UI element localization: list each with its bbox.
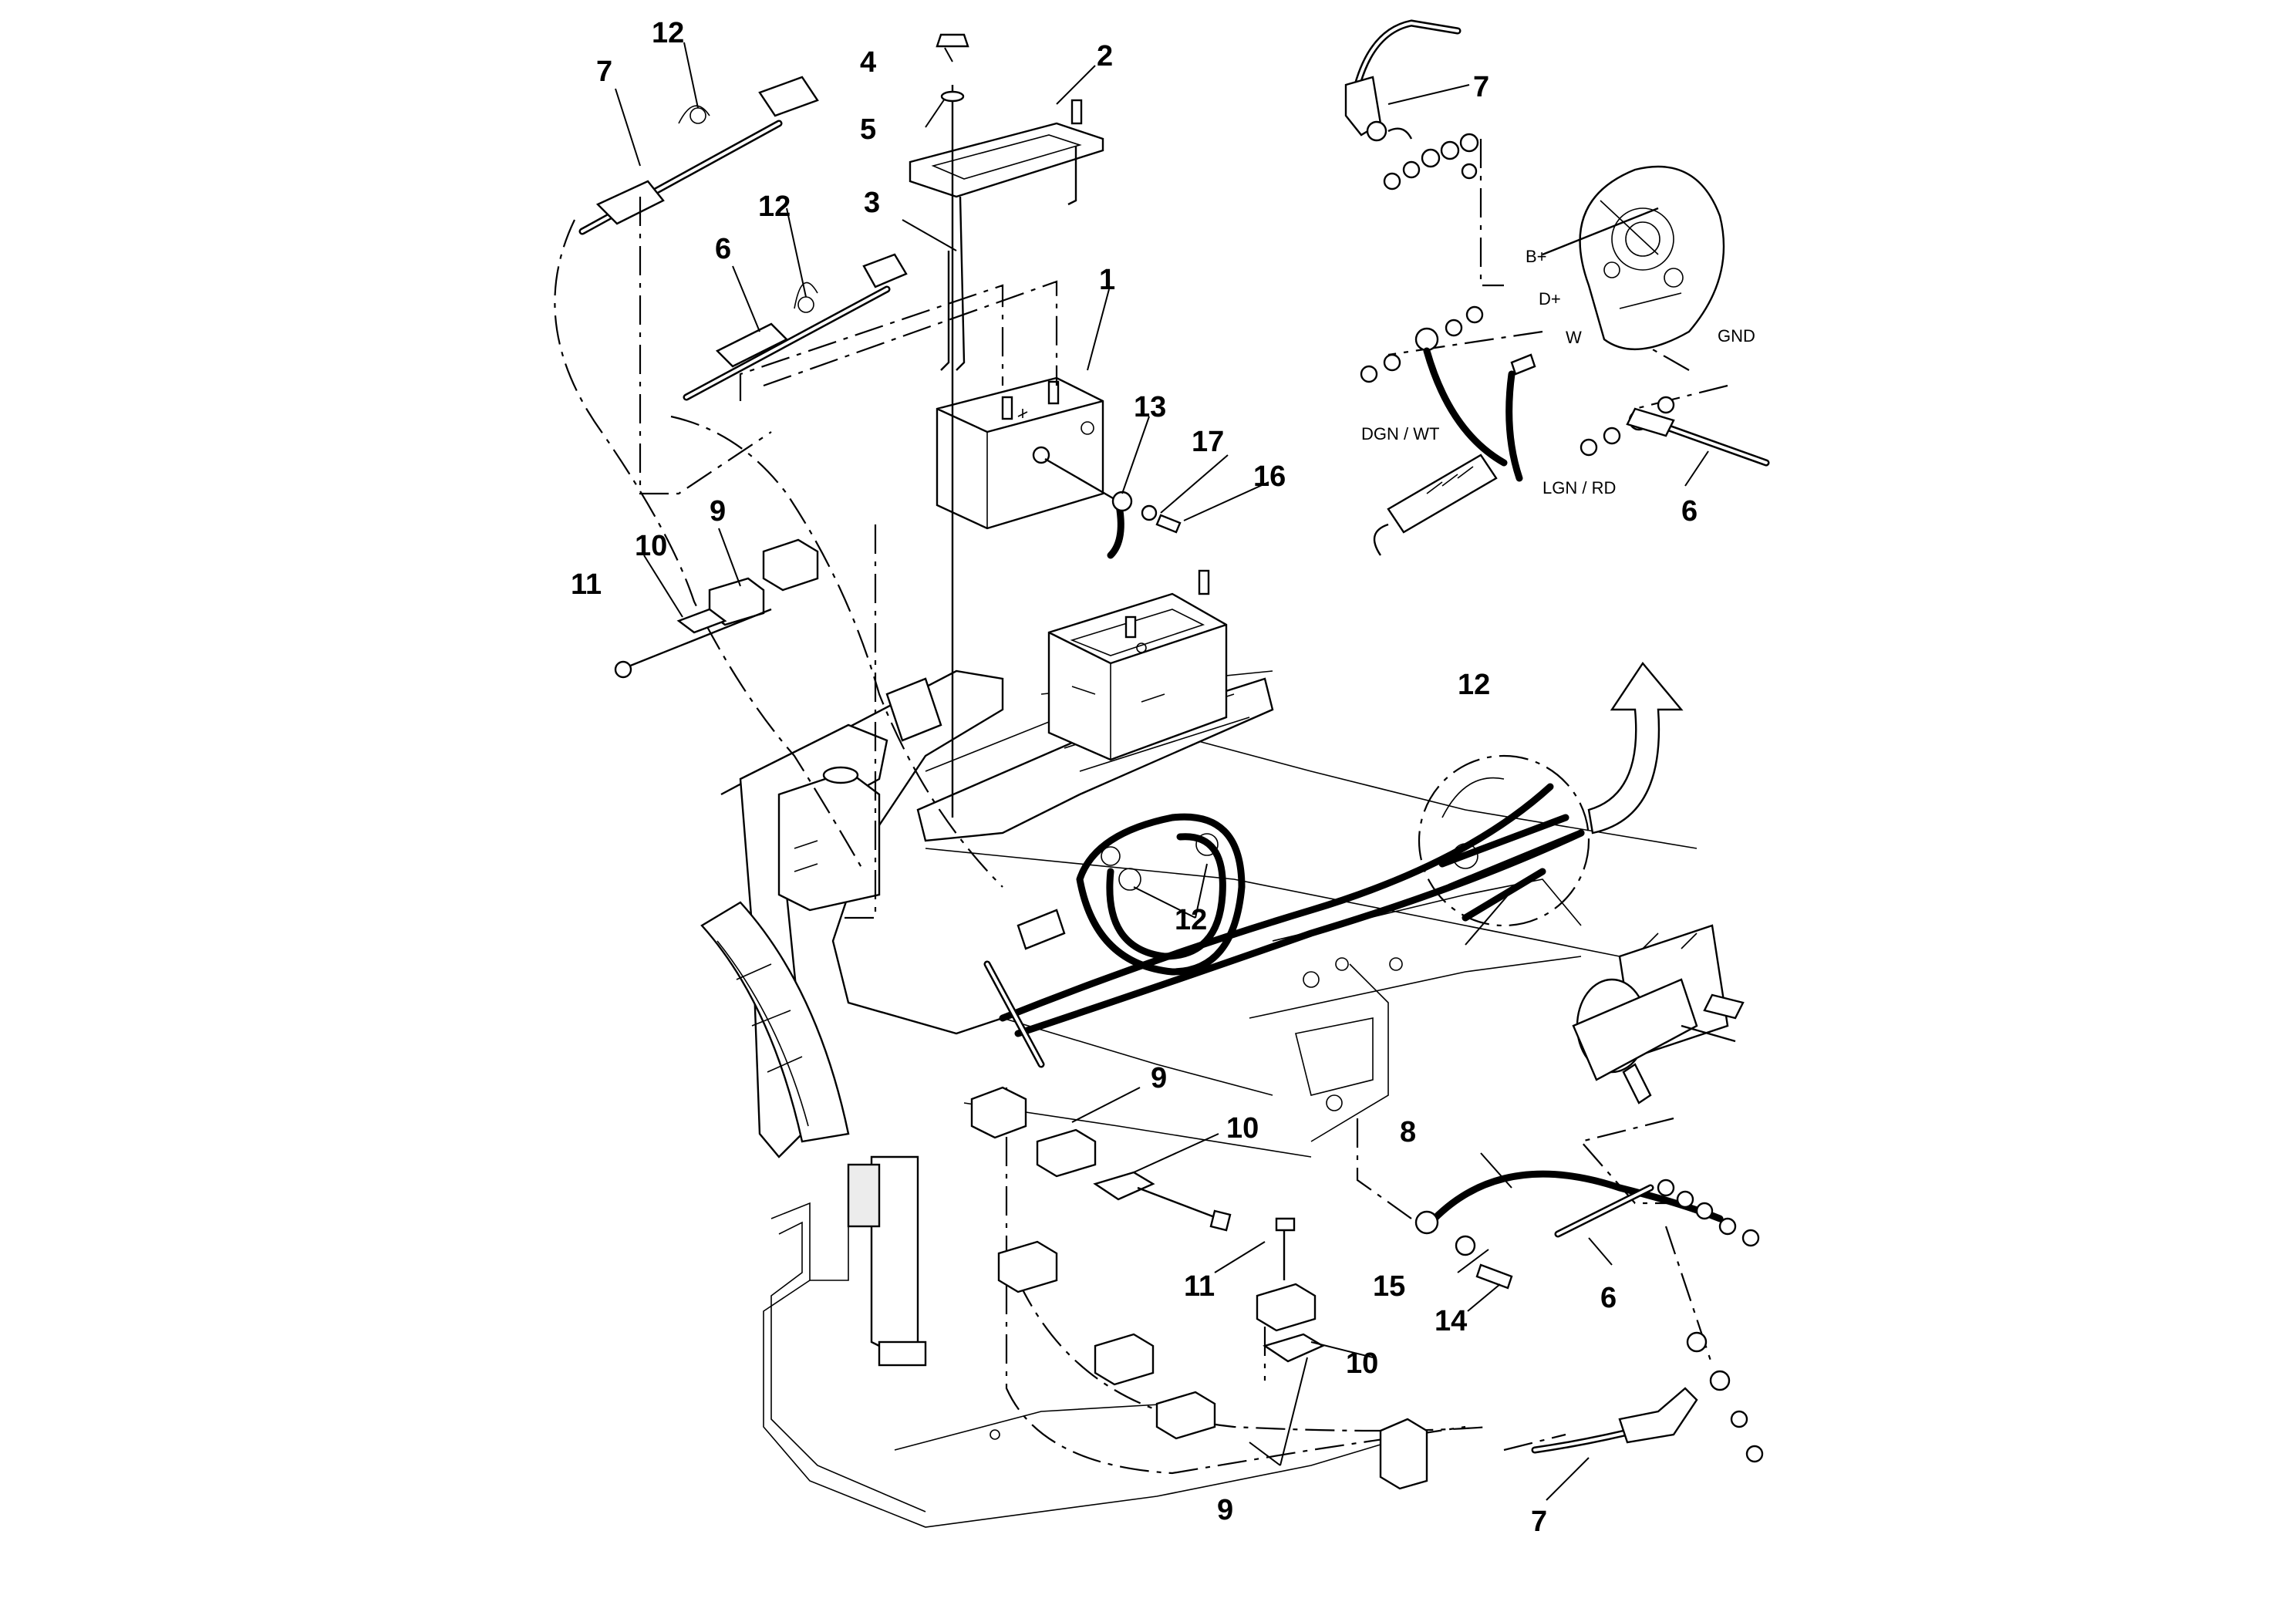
callout-8: 8: [1400, 1116, 1416, 1148]
clamp-assembly-lower: [970, 1086, 1428, 1490]
label-lgn-rd: LGN / RD: [1542, 478, 1616, 497]
leaders: [615, 42, 1709, 1501]
callout-4: 4: [860, 46, 876, 79]
battery-hold-down: [909, 99, 1104, 371]
callout-10-mid: 10: [1226, 1112, 1259, 1145]
callout-1-battery: 1: [1099, 264, 1115, 296]
callout-9-lower: 9: [1217, 1494, 1233, 1526]
label-gnd: GND: [1718, 326, 1755, 346]
callout-14: 14: [1435, 1305, 1467, 1337]
callout-17: 17: [1192, 426, 1224, 458]
label-d-plus: D+: [1539, 289, 1561, 309]
callout-12-c: 12: [1458, 669, 1490, 701]
negative-cable-upper: [683, 253, 908, 401]
callout-3: 3: [864, 187, 880, 219]
callout-5: 5: [860, 113, 876, 146]
alternator-detail: [1344, 19, 1770, 556]
callout-6-lower: 6: [1600, 1282, 1617, 1314]
label-w: W: [1566, 328, 1582, 347]
callout-9-mid: 9: [1151, 1062, 1167, 1094]
callout-10-lower: 10: [1346, 1347, 1378, 1380]
callout-9-upper: 9: [710, 495, 726, 528]
callout-7-lower: 7: [1531, 1506, 1547, 1538]
callout-7-alt: 7: [1473, 71, 1489, 103]
callout-16: 16: [1253, 460, 1286, 493]
detail-circle-clip: [1418, 661, 1684, 927]
callout-13: 13: [1134, 391, 1166, 423]
positive-cable-upper: [578, 76, 819, 235]
hold-down-rod: [936, 33, 969, 818]
label-dgn-wt: DGN / WT: [1361, 424, 1439, 443]
callout-7-upper: 7: [596, 56, 612, 88]
routing-lines: [554, 139, 1728, 1475]
cable-harness-loop: [983, 783, 1585, 1068]
starter-motor: [1572, 924, 1745, 1104]
battery-hardware: [1044, 457, 1182, 559]
callout-2: 2: [1097, 40, 1113, 73]
callout-11-lower: 11: [1184, 1270, 1215, 1303]
callout-12-a: 12: [652, 17, 684, 49]
battery-exploded: [936, 376, 1104, 530]
clamp-assembly-upper: [614, 538, 819, 679]
callout-6-upper: 6: [715, 233, 731, 265]
lower-cables: [1414, 1170, 1764, 1463]
callout-12-d: 12: [1175, 904, 1207, 936]
battery-mounted: [1047, 569, 1228, 761]
callout-6-alt: 6: [1681, 495, 1698, 528]
callout-15: 15: [1373, 1270, 1405, 1303]
callout-10-upper: 10: [635, 530, 667, 562]
callout-12-b: 12: [758, 191, 791, 223]
callout-11-upper: 11: [571, 568, 602, 601]
label-b-plus: B+: [1526, 247, 1547, 266]
